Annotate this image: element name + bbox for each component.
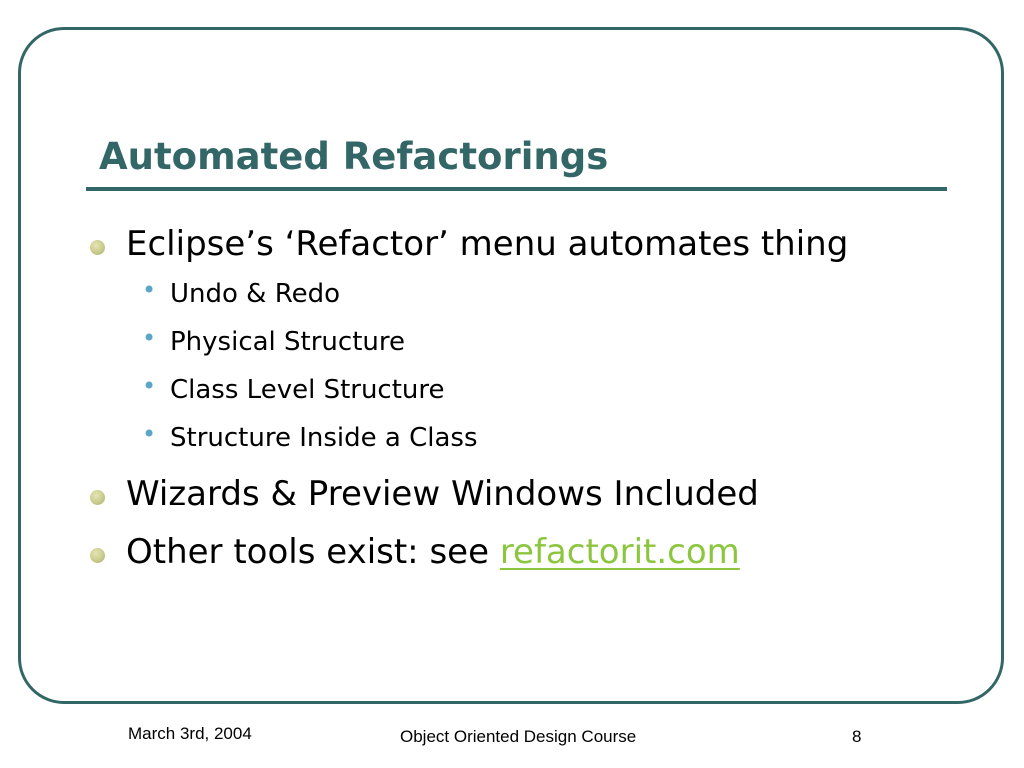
footer-date: March 3rd, 2004 <box>128 724 252 743</box>
page-number: 8 <box>852 727 862 746</box>
bullet-text: Wizards & Preview Windows Included <box>126 474 759 514</box>
sub-bullet-dot-icon: • <box>142 420 157 448</box>
footer-course: Object Oriented Design Course <box>400 727 637 746</box>
bullet-dot-icon <box>90 548 105 563</box>
sub-bullet-text: Physical Structure <box>170 327 405 357</box>
bullet-dot-icon <box>90 490 105 505</box>
title-underline <box>86 187 947 191</box>
bullet-text-prefix: Other tools exist: see <box>126 532 500 572</box>
slide-title: Automated Refactorings <box>99 135 609 178</box>
sub-bullet-dot-icon: • <box>142 324 157 352</box>
sub-bullet-dot-icon: • <box>142 372 157 400</box>
bullet-text: Other tools exist: see refactorit.com <box>126 532 740 572</box>
sub-bullet-text: Class Level Structure <box>170 375 445 405</box>
refactorit-link[interactable]: refactorit.com <box>499 532 740 572</box>
bullet-text: Eclipse’s ‘Refactor’ menu automates thin… <box>126 224 849 264</box>
bullet-dot-icon <box>90 240 105 255</box>
slide-frame <box>18 27 1004 704</box>
sub-bullet-dot-icon: • <box>142 276 157 304</box>
sub-bullet-text: Undo & Redo <box>170 279 341 309</box>
sub-bullet-text: Structure Inside a Class <box>170 423 478 453</box>
